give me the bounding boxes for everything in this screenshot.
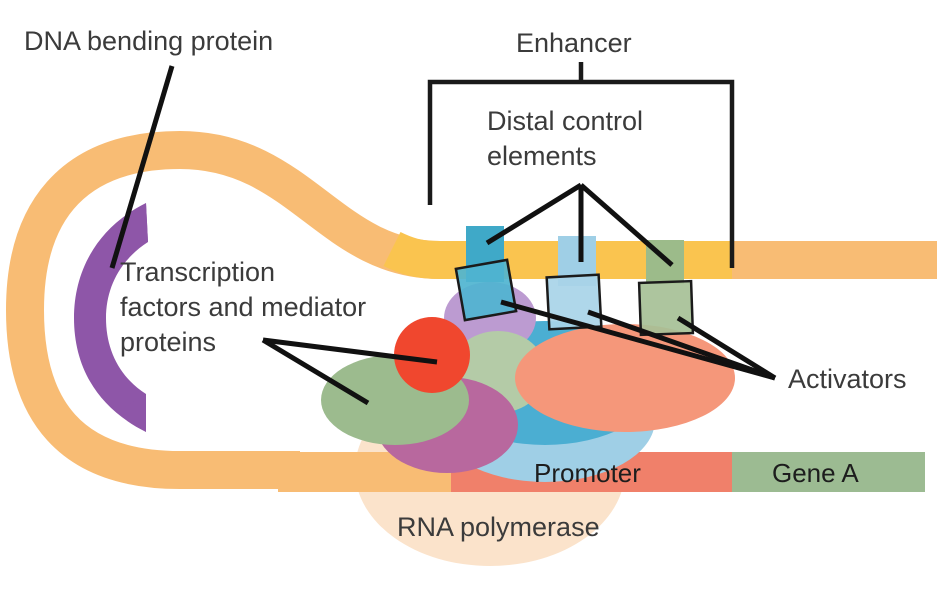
- dna-bending-protein-group: [74, 203, 148, 432]
- label-activators: Activators: [788, 364, 907, 394]
- leader-activator-right: [676, 315, 777, 381]
- dna-bending-protein-arc[interactable]: [74, 203, 148, 432]
- label-promoter: Promoter: [534, 458, 641, 488]
- mediator-blob-orange-polymerase: [515, 324, 735, 432]
- label-dna-bending-protein: DNA bending protein: [24, 26, 273, 56]
- dna-strand-orange: [5, 130, 735, 489]
- dna-bending-protein-tip-lower: [120, 394, 146, 432]
- leader-lines-group: [109, 62, 777, 406]
- label-distal-control-line2: elements: [487, 141, 597, 171]
- label-enhancer: Enhancer: [516, 28, 632, 58]
- leader-dna-bending-protein: [109, 65, 175, 269]
- dna-bar-gene-a[interactable]: [732, 452, 925, 492]
- leader-distal-left: [485, 182, 583, 246]
- dna-strand-enhancer-yellow: [383, 231, 732, 279]
- activators-group: [454, 258, 695, 337]
- label-gene-a: Gene A: [772, 458, 859, 488]
- label-rna-polymerase: RNA polymerase: [397, 512, 600, 542]
- label-transcription-factors-line1: Transcription: [120, 257, 275, 287]
- dna-backbone-group: [5, 130, 937, 489]
- label-transcription-factors-line3: proteins: [120, 327, 216, 357]
- activator-square-green[interactable]: [637, 279, 695, 337]
- mediator-blob-red: [394, 317, 470, 393]
- leader-mediator-lower: [261, 337, 370, 406]
- leader-distal-right: [579, 183, 674, 267]
- leader-activator-center: [587, 309, 776, 381]
- leader-activator-left: [500, 299, 776, 381]
- activator-square-teal[interactable]: [454, 258, 518, 322]
- dna-bottom-bar-group: [278, 452, 925, 492]
- activator-square-lightblue[interactable]: [545, 273, 603, 331]
- dna-bending-protein-tip-upper: [120, 203, 148, 242]
- leader-mediator-upper: [262, 337, 438, 365]
- label-transcription-factors-line2: factors and mediator: [120, 292, 366, 322]
- label-distal-control-line1: Distal control: [487, 106, 643, 136]
